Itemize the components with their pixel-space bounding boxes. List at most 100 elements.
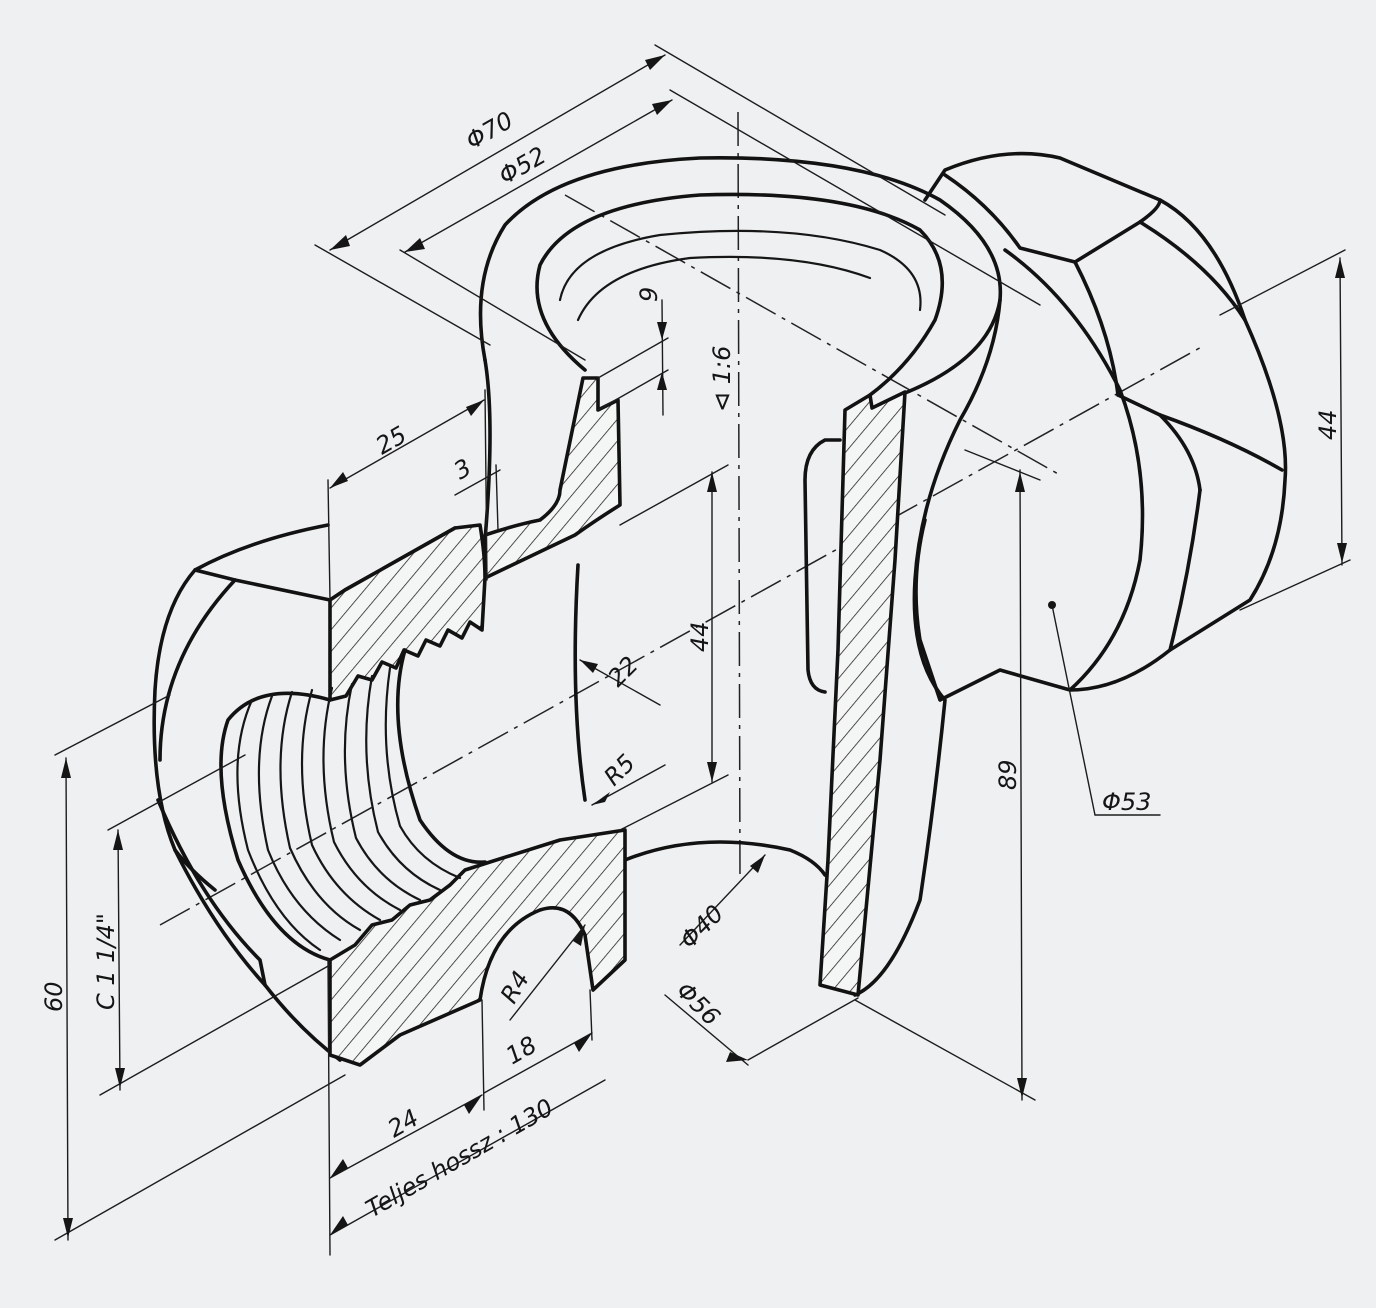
thread-4 (300, 688, 382, 922)
arrow (707, 762, 717, 782)
label-d40: Φ40 (674, 899, 729, 954)
hex-chamfer-circle (1003, 248, 1145, 692)
hex-flat-top (943, 173, 1162, 264)
ext-44r-bot (1239, 559, 1351, 611)
center-lines (159, 111, 1206, 926)
section-lower (328, 828, 627, 1067)
internal-threads (219, 648, 487, 962)
arrow (63, 1218, 73, 1238)
arrow (1017, 1078, 1027, 1098)
label-9: 9 (635, 287, 663, 302)
thread-1 (236, 698, 322, 952)
arrow (592, 792, 610, 805)
thread-6 (343, 682, 422, 902)
bore-opening (219, 691, 332, 962)
dim-60 (65, 757, 69, 1241)
label-thread: C 1 1/4" (92, 913, 120, 1010)
thread-2 (257, 694, 342, 942)
arrow (405, 238, 425, 252)
left-hex-edge-2 (156, 798, 267, 987)
arrow (657, 322, 667, 340)
label-taper: ⊲ 1:6 (708, 346, 736, 412)
label-24: 24 (383, 1104, 423, 1144)
hex-edge-2 (1138, 220, 1247, 322)
label-d56: Φ56 (671, 976, 726, 1031)
dim-44-right (1339, 257, 1343, 566)
arrow (573, 925, 585, 946)
dimension-lines (54, 44, 1351, 1256)
arrow (330, 472, 348, 488)
slot-right (803, 438, 842, 694)
label-r4: R4 (495, 966, 535, 1008)
vertical-body (478, 156, 1003, 997)
ext-44-bot (619, 774, 729, 831)
bore-bottom-arc (623, 840, 827, 877)
arrow (707, 472, 717, 492)
ext-3 (495, 464, 499, 531)
arrow (115, 1068, 125, 1088)
thread-ring-1 (558, 229, 922, 312)
ext-d52-a (399, 249, 586, 361)
bore-inner-left (573, 563, 587, 802)
label-89: 89 (994, 759, 1022, 790)
top-inner-ring (535, 192, 945, 397)
thread-3 (279, 690, 362, 932)
dim-thread (117, 829, 121, 1091)
ext-9-b (597, 369, 669, 411)
label-44-right: 44 (1314, 409, 1342, 440)
arrow (330, 1159, 348, 1178)
label-60: 60 (40, 981, 68, 1012)
ext-thread-top (107, 754, 246, 831)
arrow (645, 55, 665, 70)
ext-9-a (597, 337, 669, 379)
left-hex-edge-1 (158, 578, 237, 762)
top-axis (564, 194, 1061, 476)
arrow (464, 1095, 482, 1114)
thread-5 (322, 686, 402, 912)
arrow (1335, 258, 1345, 278)
label-3: 3 (449, 453, 476, 485)
arrowheads (61, 55, 1347, 1238)
ext-25-b (484, 389, 488, 581)
arrow (113, 830, 123, 850)
dim-d40 (679, 854, 766, 946)
thread-8 (384, 666, 462, 880)
left-hex-outline (152, 523, 342, 1062)
hex-outline (914, 151, 1288, 702)
arrow (657, 372, 667, 390)
ext-d52-b (669, 89, 1041, 306)
ext-44-top (619, 464, 729, 526)
thread-ring-2 (576, 255, 872, 322)
main-axis (159, 344, 1206, 926)
ext-60-bot (54, 1074, 346, 1241)
arrow (750, 855, 765, 873)
leader-dot (1048, 601, 1056, 609)
dim-9-line (661, 299, 664, 416)
ext-25-a (327, 479, 331, 601)
label-d53: Φ53 (1102, 788, 1151, 816)
dim-89 (1019, 469, 1023, 1101)
section-right-wall (818, 390, 907, 997)
ext-d70-a (314, 244, 491, 346)
section-thread-upper (328, 523, 487, 702)
vertical-axis (737, 111, 741, 881)
hex-edge-3 (1116, 393, 1284, 472)
dim-r4 (509, 924, 586, 1021)
leader-d53 (1051, 604, 1096, 816)
arrow (330, 1216, 348, 1235)
arrow (574, 1033, 592, 1052)
dim-24 (329, 1094, 483, 1179)
dim-d56 (747, 997, 859, 1061)
right-hex-nut (914, 151, 1288, 702)
ext-89-top (964, 449, 1041, 481)
bore-right-profile (395, 648, 487, 864)
ext-d56-a (664, 994, 749, 1066)
ext-44r-top (1219, 249, 1346, 316)
arrow (61, 758, 71, 778)
dim-3 (454, 469, 501, 496)
dim-25 (329, 399, 485, 489)
sections (328, 376, 907, 1067)
left-hex-chamfer (173, 848, 217, 892)
ext-len-mid (481, 999, 485, 1111)
